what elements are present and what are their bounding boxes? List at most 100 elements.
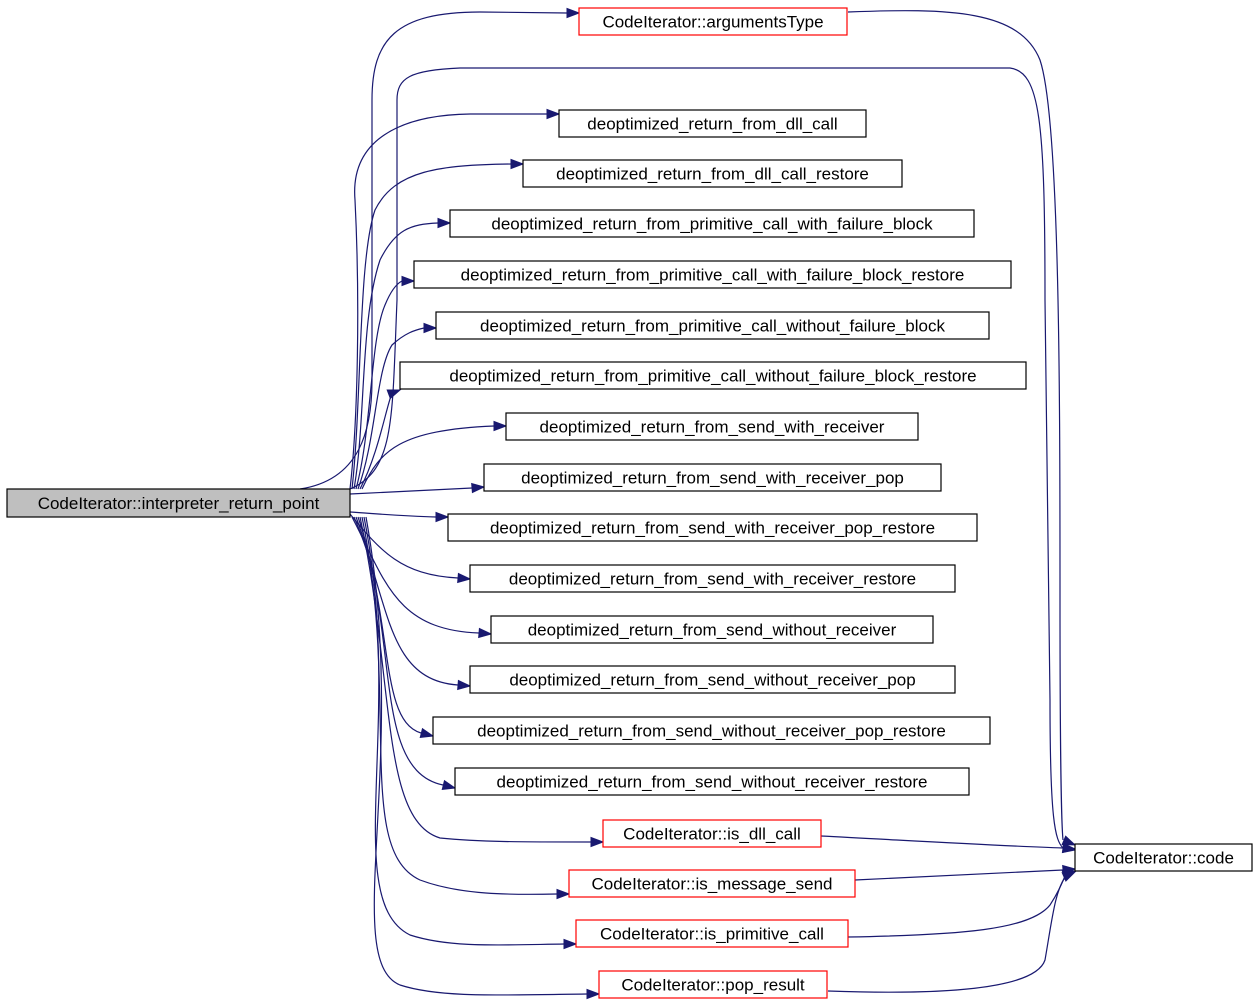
edge-line [365, 516, 588, 996]
node-n3[interactable]: deoptimized_return_from_primitive_call_w… [449, 209, 975, 238]
node-box [469, 665, 956, 694]
edge-line [349, 511, 437, 518]
node-n10[interactable]: deoptimized_return_from_send_with_receiv… [469, 564, 956, 593]
node-n13[interactable]: deoptimized_return_from_send_without_rec… [432, 716, 991, 745]
node-n1[interactable]: deoptimized_return_from_dll_call [558, 109, 867, 138]
node-n5[interactable]: deoptimized_return_from_primitive_call_w… [435, 311, 990, 340]
edge-line [349, 113, 547, 490]
edge-line [349, 67, 1064, 849]
node-label: deoptimized_return_from_send_without_rec… [477, 722, 946, 741]
edge-root-to-n9 [349, 511, 450, 523]
arrowhead-icon [419, 727, 435, 739]
arrowhead-icon [471, 482, 486, 494]
arrowhead-icon [546, 108, 561, 120]
node-n17[interactable]: CodeIterator::is_primitive_call [575, 919, 849, 948]
node-n4[interactable]: deoptimized_return_from_primitive_call_w… [413, 260, 1012, 289]
node-n0[interactable]: CodeIterator::argumentsType [578, 7, 848, 36]
node-root[interactable]: CodeIterator::interpreter_return_point [6, 488, 351, 518]
arrowhead-icon [566, 7, 581, 19]
node-label: deoptimized_return_from_dll_call_restore [556, 165, 869, 184]
node-label: deoptimized_return_from_send_without_rec… [528, 621, 897, 640]
node-code[interactable]: CodeIterator::code [1074, 843, 1253, 872]
edge-root-to-n14 [357, 516, 457, 791]
edge-line [820, 835, 1064, 849]
edge-line [355, 280, 403, 490]
node-box [413, 260, 1012, 289]
node-box [483, 463, 942, 492]
edge-root-to-n12 [353, 516, 472, 691]
node-label: CodeIterator::is_dll_call [623, 825, 801, 844]
node-box [447, 513, 978, 542]
node-label: deoptimized_return_from_primitive_call_w… [449, 367, 976, 386]
edge-line [353, 222, 439, 490]
node-box [558, 109, 867, 138]
node-box [568, 869, 856, 898]
node-box [578, 7, 848, 36]
edge-line [854, 869, 1064, 881]
node-box [490, 615, 934, 644]
edge-n15-to-code [820, 835, 1077, 854]
arrowhead-icon [1061, 871, 1077, 882]
arrowhead-icon [556, 888, 571, 900]
node-label: deoptimized_return_from_primitive_call_w… [461, 266, 965, 285]
arrowhead-icon [435, 511, 450, 523]
edge-line [357, 516, 444, 786]
node-box [449, 209, 975, 238]
node-box [602, 819, 822, 848]
edge-n16-to-code [854, 864, 1077, 881]
node-n11[interactable]: deoptimized_return_from_send_without_rec… [490, 615, 934, 644]
edge-line [349, 487, 473, 495]
node-box [454, 767, 970, 796]
edge-n0-to-code [847, 10, 1077, 846]
edge-line [847, 10, 1064, 841]
node-n16[interactable]: CodeIterator::is_message_send [568, 869, 856, 898]
node-box [522, 159, 903, 188]
node-n2[interactable]: deoptimized_return_from_dll_call_restore [522, 159, 903, 188]
edge-line [351, 163, 512, 490]
node-n18[interactable]: CodeIterator::pop_result [598, 970, 828, 999]
node-box [1074, 843, 1253, 872]
arrowhead-icon [457, 572, 472, 584]
node-label: CodeIterator::is_primitive_call [600, 925, 824, 944]
edge-line [363, 516, 565, 946]
arrowhead-icon [478, 627, 493, 639]
node-label: CodeIterator::interpreter_return_point [38, 494, 320, 513]
node-label: CodeIterator::pop_result [621, 976, 805, 995]
node-n7[interactable]: deoptimized_return_from_send_with_receiv… [505, 412, 919, 441]
edge-root-to-n3 [353, 217, 452, 490]
node-layer: CodeIterator::interpreter_return_pointCo… [6, 7, 1253, 999]
arrowhead-icon [590, 836, 605, 848]
arrowhead-icon [510, 158, 525, 170]
node-box [432, 716, 991, 745]
node-label: deoptimized_return_from_send_with_receiv… [540, 418, 885, 437]
node-label: deoptimized_return_from_primitive_call_w… [491, 215, 933, 234]
node-box [469, 564, 956, 593]
node-n12[interactable]: deoptimized_return_from_send_without_rec… [469, 665, 956, 694]
edge-line [299, 11, 568, 490]
node-n14[interactable]: deoptimized_return_from_send_without_rec… [454, 767, 970, 796]
node-n15[interactable]: CodeIterator::is_dll_call [602, 819, 822, 848]
node-box [399, 361, 1027, 390]
node-label: deoptimized_return_from_send_without_rec… [509, 671, 915, 690]
node-n6[interactable]: deoptimized_return_from_primitive_call_w… [399, 361, 1027, 390]
node-n9[interactable]: deoptimized_return_from_send_with_receiv… [447, 513, 978, 542]
node-box [6, 488, 351, 518]
arrowhead-icon [401, 275, 416, 287]
edge-root-to-n4 [355, 275, 416, 490]
edge-line [357, 327, 425, 490]
arrowhead-icon [563, 938, 578, 950]
arrowhead-icon [437, 217, 452, 229]
edge-n18-to-code [827, 871, 1077, 993]
node-n8[interactable]: deoptimized_return_from_send_with_receiv… [483, 463, 942, 492]
arrowhead-icon [423, 322, 438, 334]
edge-root-to-n18 [365, 516, 601, 1000]
node-box [598, 970, 828, 999]
node-label: deoptimized_return_from_send_with_receiv… [509, 570, 916, 589]
edge-root-to-n5 [357, 322, 438, 490]
node-box [435, 311, 990, 340]
node-label: deoptimized_return_from_primitive_call_w… [480, 317, 945, 336]
node-label: deoptimized_return_from_send_with_receiv… [490, 519, 935, 538]
arrowhead-icon [457, 679, 472, 691]
node-box [575, 919, 849, 948]
